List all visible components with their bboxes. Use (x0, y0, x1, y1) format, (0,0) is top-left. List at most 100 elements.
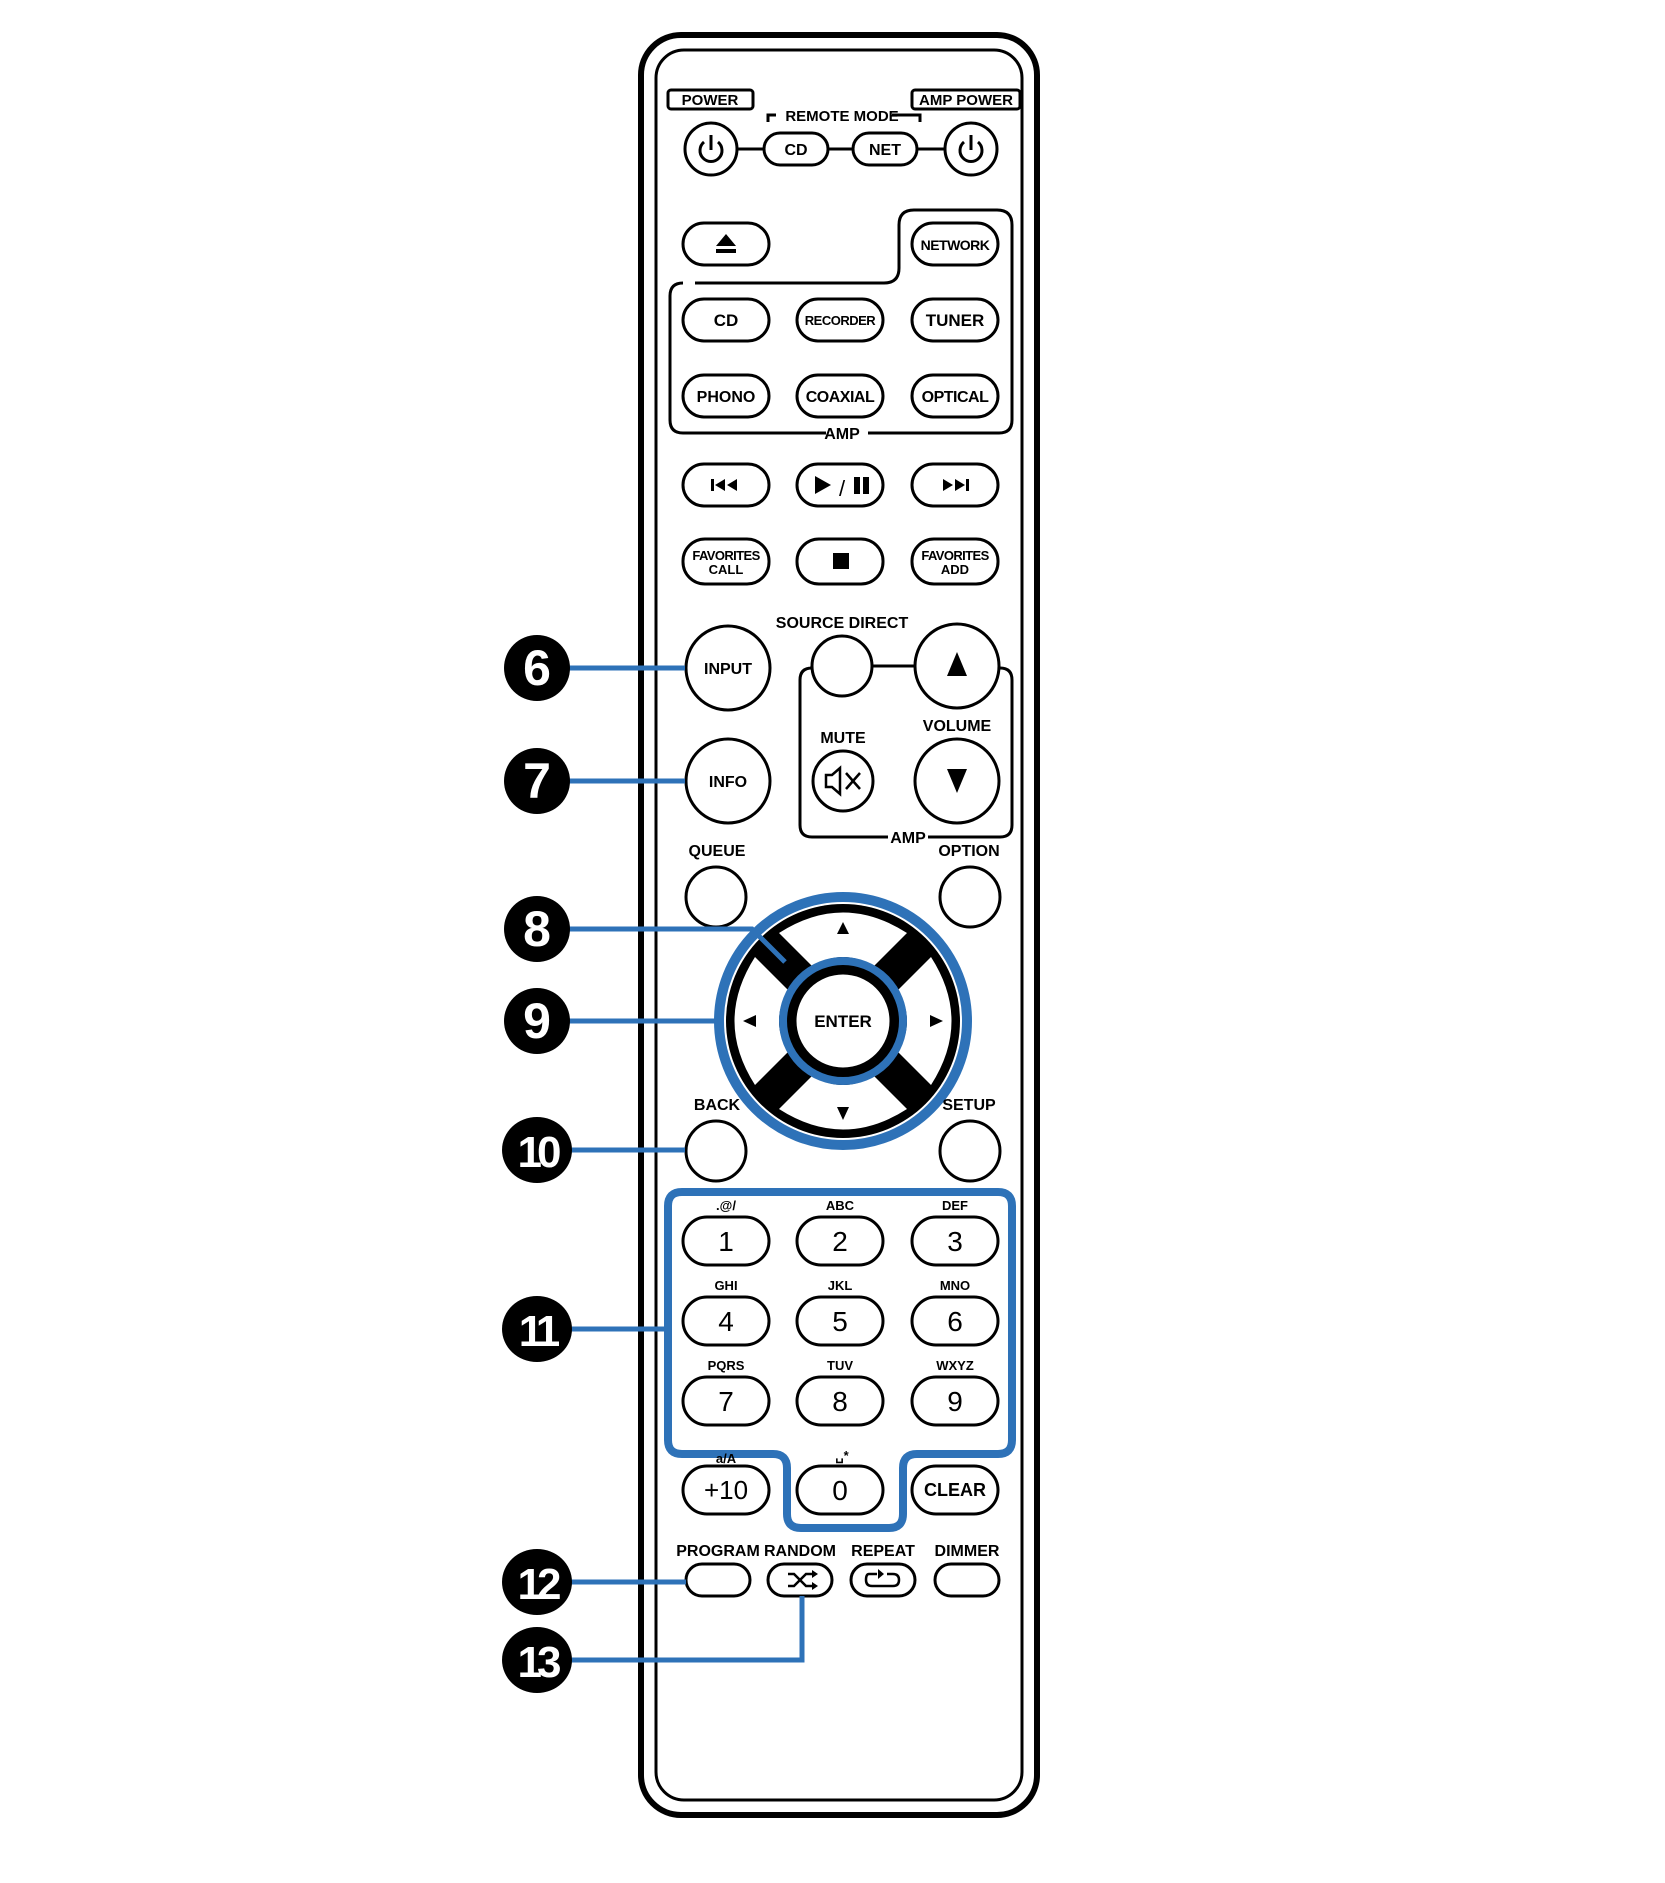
input-label: INPUT (704, 661, 752, 678)
stop-button[interactable] (795, 537, 885, 586)
key-2-label: 2 (832, 1226, 848, 1257)
key-0-button[interactable]: 0 (795, 1464, 885, 1516)
zero-sub-label: ␣* (835, 1448, 849, 1464)
remote-mode-cd-button[interactable]: CD (762, 131, 830, 167)
key-1-label: 1 (718, 1226, 734, 1257)
source-direct-button[interactable] (810, 634, 874, 698)
phono-button[interactable]: PHONO (681, 373, 771, 419)
repeat-button[interactable] (849, 1562, 917, 1598)
key-5-label: 5 (832, 1306, 848, 1337)
dpad-right-button[interactable] (898, 957, 952, 1085)
program-button[interactable] (684, 1562, 752, 1598)
queue-button[interactable] (684, 865, 748, 929)
back-button[interactable] (684, 1119, 748, 1183)
callout-8: 8 (504, 896, 570, 962)
callout-7-label: 7 (523, 753, 551, 809)
dpad-down-icon (837, 1107, 849, 1120)
key-8-label: 8 (832, 1386, 848, 1417)
network-button[interactable]: NETWORK (910, 221, 1000, 267)
key-4-button[interactable]: 4 (681, 1295, 771, 1347)
callout-9-label: 9 (523, 993, 551, 1049)
amp-power-label-box (910, 88, 1022, 111)
favorites-call-button[interactable]: FAVORITES CALL (681, 537, 771, 586)
callout-11: 11 (502, 1296, 572, 1362)
volume-up-button[interactable] (913, 622, 1001, 710)
setup-button[interactable] (938, 1119, 1002, 1183)
callout-10-label: 10 (518, 1128, 560, 1177)
amp-volume-label: AMP (890, 830, 926, 847)
play-pause-button[interactable]: / (795, 462, 885, 508)
plus10-sub-label: a/A (716, 1451, 737, 1466)
input-button[interactable]: INPUT (684, 624, 772, 712)
remote-body-inner (654, 48, 1024, 1802)
dimmer-button[interactable] (933, 1562, 1001, 1598)
coaxial-label: COAXIAL (806, 389, 875, 406)
remote-mode-label: REMOTE MODE (785, 108, 898, 125)
key-2-letters: ABC (826, 1198, 855, 1213)
cd-button[interactable]: CD (681, 297, 771, 343)
previous-button[interactable] (681, 462, 771, 508)
callout-9: 9 (504, 988, 570, 1054)
coaxial-button[interactable]: COAXIAL (795, 373, 885, 419)
dpad-left-button[interactable] (734, 957, 789, 1085)
option-button[interactable] (938, 865, 1002, 929)
key-7-letters: PQRS (708, 1358, 745, 1373)
callout-13: 13 (502, 1627, 572, 1693)
key-2-button[interactable]: 2 (795, 1215, 885, 1267)
info-button[interactable]: INFO (684, 737, 772, 825)
key-7-button[interactable]: 7 (681, 1375, 771, 1427)
amp-group-label: AMP (824, 426, 860, 443)
plus10-button[interactable]: +10 (681, 1464, 771, 1516)
optical-label: OPTICAL (922, 389, 989, 406)
key-4-label: 4 (718, 1306, 734, 1337)
key-0-label: 0 (832, 1475, 848, 1506)
tuner-button[interactable]: TUNER (910, 297, 1000, 343)
key-4-letters: GHI (714, 1278, 737, 1293)
key-9-letters: WXYZ (936, 1358, 974, 1373)
cd-label: CD (714, 311, 739, 330)
favorites-add-label-1: FAVORITES (921, 548, 989, 563)
previous-icon (711, 479, 737, 491)
key-5-letters: JKL (828, 1278, 853, 1293)
amp-power-button[interactable] (943, 121, 999, 177)
recorder-label: RECORDER (805, 313, 877, 328)
key-9-button[interactable]: 9 (910, 1375, 1000, 1427)
key-6-letters: MNO (940, 1278, 970, 1293)
dimmer-label: DIMMER (935, 1543, 1000, 1560)
amp-power-label: AMP POWER (919, 92, 1013, 109)
eject-button[interactable] (681, 221, 771, 267)
power-label-box (666, 88, 755, 111)
optical-button[interactable]: OPTICAL (910, 373, 1000, 419)
key-3-letters: DEF (942, 1198, 968, 1213)
amp-power-icon (958, 135, 984, 163)
remote-mode-net-button[interactable]: NET (851, 131, 919, 167)
favorites-call-label-1: FAVORITES (692, 548, 760, 563)
clear-button[interactable]: CLEAR (910, 1464, 1000, 1516)
source-group-outline (668, 208, 1014, 435)
callout-lines (566, 665, 805, 1663)
random-button[interactable] (766, 1562, 834, 1598)
volume-down-button[interactable] (913, 737, 1001, 825)
favorites-add-button[interactable]: FAVORITES ADD (910, 537, 1000, 586)
dpad-right-icon (930, 1015, 943, 1027)
key-5-button[interactable]: 5 (795, 1295, 885, 1347)
power-button[interactable] (683, 121, 739, 177)
dpad-up-button[interactable] (779, 912, 907, 967)
dpad-down-button[interactable] (779, 1076, 907, 1130)
enter-button[interactable]: ENTER (793, 971, 893, 1071)
dpad-left-icon (743, 1015, 756, 1027)
favorites-call-label-2: CALL (709, 562, 744, 577)
key-8-letters: TUV (827, 1358, 853, 1373)
mute-button[interactable] (811, 749, 875, 813)
key-8-button[interactable]: 8 (795, 1375, 885, 1427)
key-1-button[interactable]: 1 (681, 1215, 771, 1267)
key-6-button[interactable]: 6 (910, 1295, 1000, 1347)
volume-label: VOLUME (923, 718, 992, 735)
callout-7: 7 (504, 748, 570, 814)
next-button[interactable] (910, 462, 1000, 508)
recorder-button[interactable]: RECORDER (795, 297, 885, 343)
amp-group-border-2 (798, 666, 1014, 839)
tuner-label: TUNER (926, 311, 985, 330)
key-3-button[interactable]: 3 (910, 1215, 1000, 1267)
